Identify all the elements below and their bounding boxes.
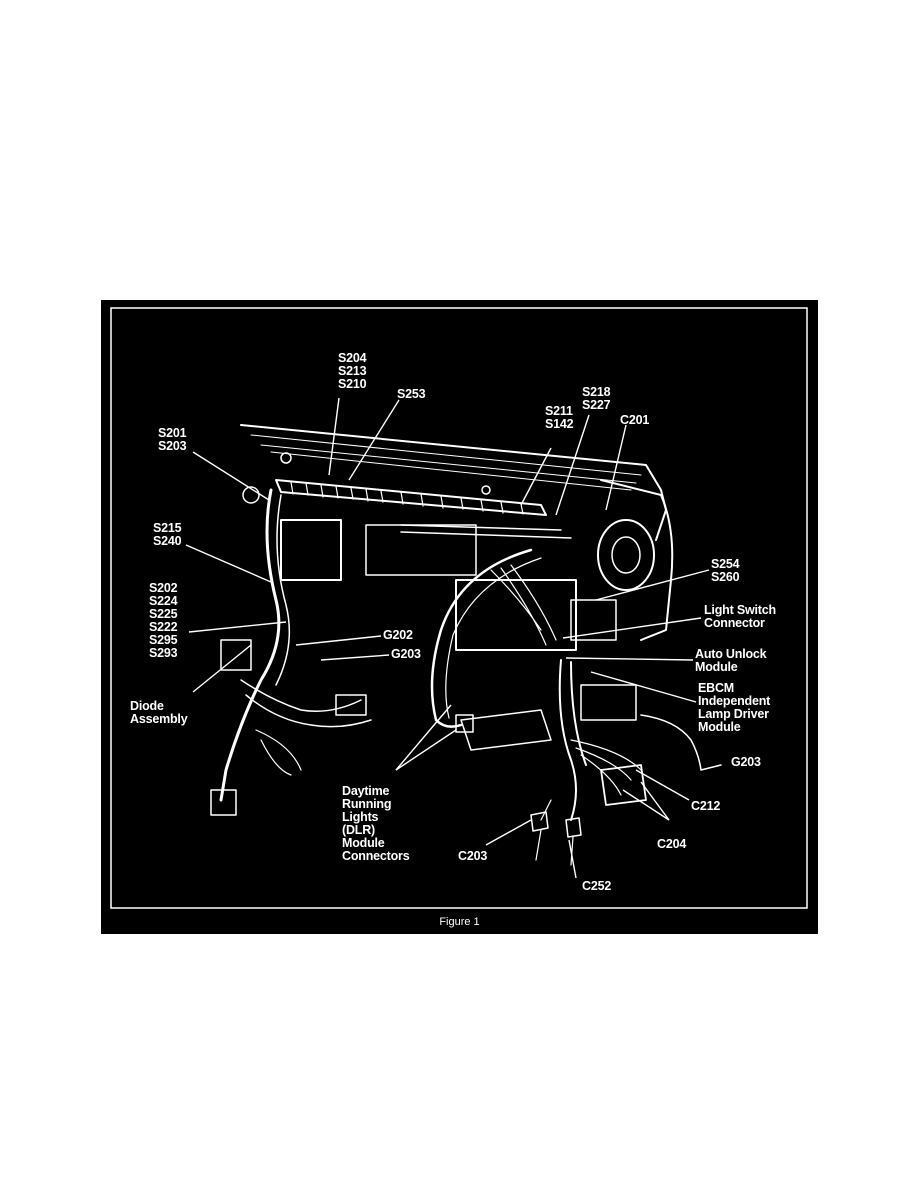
g203-ground-wire (640, 714, 722, 771)
left-connector-bottom (210, 789, 237, 816)
left-harness-bundle-2 (275, 494, 291, 686)
dash-right-panel (600, 479, 674, 641)
figure-caption: Figure 1 (439, 916, 480, 928)
label-c201: C201 (620, 413, 650, 427)
figure-border (110, 307, 808, 909)
leader-s201 (192, 451, 270, 501)
dash-top-lines (250, 434, 642, 491)
left-harness-bundle (219, 488, 281, 802)
bolt-1 (280, 452, 292, 464)
dlr-harness-loop (430, 548, 533, 728)
leader-dlr-2 (395, 729, 457, 771)
c252-connector (565, 817, 582, 838)
c204-connector-block (600, 764, 647, 806)
left-side-wires (240, 679, 372, 728)
label-g202: G202 (383, 628, 413, 642)
dash-harness-illustration (110, 307, 808, 909)
leader-auto-unlock (565, 657, 694, 661)
leader-g202 (295, 635, 382, 646)
leader-s211 (520, 447, 552, 506)
leader-ebcm (590, 671, 697, 703)
leader-s254 (595, 569, 710, 601)
dash-top-outline (240, 424, 667, 541)
bolt-2 (481, 485, 491, 495)
label-s253: S253 (397, 387, 426, 401)
switch-module (570, 599, 617, 641)
leader-c252 (568, 839, 577, 879)
leader-g203a (320, 654, 390, 661)
leader-dlr-1 (395, 704, 452, 771)
leader-s204 (328, 397, 340, 476)
leader-c204-2 (640, 781, 670, 821)
ebcm-module (580, 684, 637, 721)
left-connector-top (220, 639, 252, 671)
leader-s202 (188, 621, 287, 633)
label-c212: C212 (691, 799, 721, 813)
leader-c212 (635, 769, 690, 801)
left-branch (255, 729, 302, 776)
label-g203-left: G203 (391, 647, 421, 661)
bolt-3 (242, 486, 260, 504)
speaker-right-inner (611, 536, 641, 574)
leader-c201 (605, 424, 627, 511)
leader-diode (192, 644, 252, 693)
label-c252: C252 (582, 879, 612, 893)
leader-light-switch (562, 617, 702, 639)
leader-s215 (185, 544, 272, 583)
label-c203-bottom: C203 (458, 849, 488, 863)
leader-s218 (555, 414, 590, 516)
lower-wire-tails (535, 799, 574, 866)
lower-harness (400, 524, 572, 539)
left-small-connector (335, 694, 367, 716)
dlr-connector (455, 714, 474, 733)
leader-c203 (485, 819, 532, 846)
dlr-harness-loop-2 (445, 557, 542, 719)
main-harness-band (275, 479, 547, 516)
leader-s253 (348, 399, 400, 481)
leader-c204-1 (622, 789, 670, 821)
label-c204: C204 (657, 837, 687, 851)
cluster-opening-right (455, 579, 577, 651)
harness-hatching (290, 481, 524, 515)
cluster-opening-center (365, 524, 477, 576)
lower-bracket (460, 709, 552, 751)
label-g203-right: G203 (731, 755, 761, 769)
speaker-right (597, 519, 655, 591)
cluster-opening-left (280, 519, 342, 581)
center-wiring (490, 564, 557, 646)
c203-connector (530, 811, 549, 832)
